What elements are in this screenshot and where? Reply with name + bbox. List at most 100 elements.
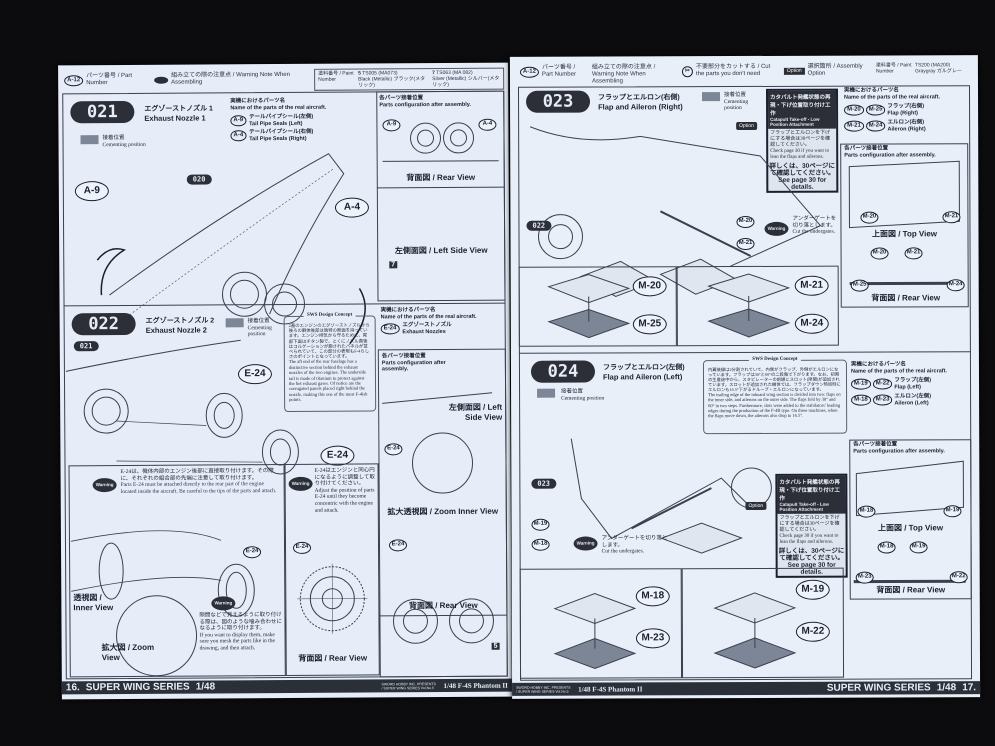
- option-en: Check page 30 if you want to lean the fl…: [779, 533, 839, 545]
- paint-gray: TS200 (MA200)Graygray ガルグレー: [915, 62, 971, 74]
- legend-label: 組み立ての際の注意点 / Warning Note When Assemblin…: [591, 64, 656, 85]
- step-title-jp: フラップとエルロン(左側): [602, 364, 685, 372]
- label-en: Parts configuration after assembly.: [379, 101, 471, 108]
- warning-icon: Warning: [764, 221, 789, 236]
- note-jp: 隙間などで見えるように取り付ける際は、図のような噛み合わせになるように取り付けま…: [199, 612, 283, 632]
- label-en: Name of the parts of the real aircraft.: [380, 313, 477, 320]
- part-number: M-25: [865, 104, 886, 116]
- ref-step: 022: [526, 220, 552, 231]
- rear-nozzle-drawing: [297, 563, 368, 634]
- option-title-jp: カタパルト発艦状態の再現・下げ位置取り付け工作: [779, 479, 840, 502]
- step-title-en: Flap and Aileron (Left): [602, 372, 683, 382]
- label-en: Cementing position: [561, 394, 605, 402]
- step-number: 024: [530, 360, 596, 383]
- series-name: SUPER WING SERIES: [826, 682, 931, 694]
- inner-view-label: 透視図 / Inner View: [73, 593, 114, 613]
- top-view-label: 上面図 / Top View: [877, 523, 944, 533]
- part-en: Flap (Right): [887, 109, 918, 117]
- callout-a4: A-4: [334, 197, 370, 218]
- warning-icon: [154, 76, 169, 84]
- part-number: E-24: [380, 323, 400, 335]
- top-rear-view-drawing: [853, 460, 966, 584]
- step-title: フラップとエルロン(左側)Flap and Aileron (Left): [603, 362, 685, 381]
- warning-icon: Warning: [211, 596, 236, 611]
- paint-name: Black (Metallic) ブラック(メタリック): [358, 76, 426, 89]
- top-view-label: 上面図 / Top View: [871, 229, 938, 239]
- legend-label: 選択箇所 / Assembly Option: [807, 63, 863, 77]
- callout-e24: E-24: [292, 541, 312, 554]
- part-jp: エルロン(左側): [894, 393, 932, 400]
- left-side-view-label: 左側面図 / Left Side View: [394, 245, 488, 256]
- legend-warning: 組み立ての際の注意点 / Warning Note When Assemblin…: [154, 72, 294, 87]
- note-en: Adjust the position of parts E-24 until …: [314, 487, 375, 514]
- rear-view-label: 背面図 / Rear View: [406, 172, 476, 183]
- part-en: Exhaust Nozzles: [402, 328, 446, 335]
- legend-label: パーツ番号 / Part Number: [541, 64, 576, 78]
- callout-a9: A-9: [74, 181, 109, 202]
- callout-part: M-24: [946, 279, 965, 292]
- label-en: Name of the parts of the real aircraft.: [844, 93, 941, 101]
- footer-spacer: [648, 688, 820, 689]
- step-title-en: Exhaust Nozzle 1: [144, 113, 206, 123]
- note-en: Parts E-24 must be attached directly to …: [120, 481, 277, 495]
- label-en: Parts configuration after assembly.: [844, 151, 936, 159]
- callout-e24: E-24: [243, 546, 262, 559]
- ref-step: 020: [186, 174, 212, 185]
- part-number-sample: A-12: [519, 66, 539, 78]
- warning-note: E-24は、機体内部のエンジン後部に直接取り付けます。その際に、それぞれの組合部…: [121, 468, 279, 495]
- part-en: Aileron (Left): [894, 399, 929, 406]
- option-arrow-icon: Option: [745, 501, 767, 510]
- series-name: SUPER WING SERIES: [85, 681, 190, 694]
- option-title-en: Catapult Take-off - Low Position Attachm…: [779, 501, 829, 512]
- callout-part: M-24: [794, 313, 829, 334]
- paint-bottle-icon: 7: [389, 261, 398, 269]
- rear-view-label: 背面図 / Rear View: [871, 293, 941, 303]
- warning-note: E-24はエンジンと同心円になるように調整して取り付けてください。Adjust …: [315, 467, 377, 514]
- part-number: M-22: [872, 378, 893, 390]
- zoom-inner-view-label: 拡大透視図 / Zoom Inner View: [387, 506, 499, 517]
- concept-jp: 内翼後縁は2分割されていて、内側がフラップ、外側がエルロンになっています。フラッ…: [707, 366, 841, 393]
- note-jp: E-24はエンジンと同心円になるように調整して取り付けてください。: [314, 467, 375, 488]
- callout-part: M-20: [860, 211, 879, 224]
- legend-label: パーツ番号 / Part Number: [86, 72, 133, 87]
- callout-gate: M-19: [531, 518, 550, 531]
- callout-part: M-21: [942, 211, 961, 224]
- part-number: M-23: [872, 394, 893, 406]
- callout-part: M-25: [632, 314, 667, 335]
- callout-part: M-23: [635, 628, 670, 649]
- paint-black: 5 TS005 (MA073)Black (Metallic) ブラック(メタリ…: [358, 70, 428, 88]
- label-en: Parts configuration after assembly.: [381, 359, 446, 373]
- part-number: M-21: [844, 120, 864, 132]
- rear-view-label: 背面図 / Rear View: [408, 600, 478, 611]
- rear-view-label: 背面図 / Rear View: [876, 585, 946, 595]
- callout-gate: M-21: [736, 237, 755, 251]
- step-number: 021: [70, 100, 135, 124]
- step-title-en: Exhaust Nozzle 2: [145, 325, 207, 335]
- step-title-jp: エグゾーストノズル 1: [144, 105, 213, 113]
- part-number: M-24: [865, 120, 886, 132]
- cement-swatch: [225, 318, 244, 328]
- ref-step: 021: [73, 341, 99, 352]
- callout-part: M-23: [855, 571, 874, 584]
- page-footer: SWORD HOBBY INC. PRESENTS / SUPER WING S…: [512, 681, 981, 696]
- callout-a4: A-4: [478, 118, 497, 131]
- warning-icon: Warning: [92, 478, 117, 493]
- page-number: 17.: [962, 682, 977, 694]
- concept-title: SWS Design Concept: [303, 312, 356, 318]
- part-jp: テールパイプシール(左側): [249, 113, 314, 121]
- step-title-jp: フラップとエルロン(右側): [598, 94, 680, 102]
- part-jp: フラップ(左側): [894, 377, 932, 384]
- step-title: フラップとエルロン(右側)Flap and Aileron (Right): [598, 92, 683, 111]
